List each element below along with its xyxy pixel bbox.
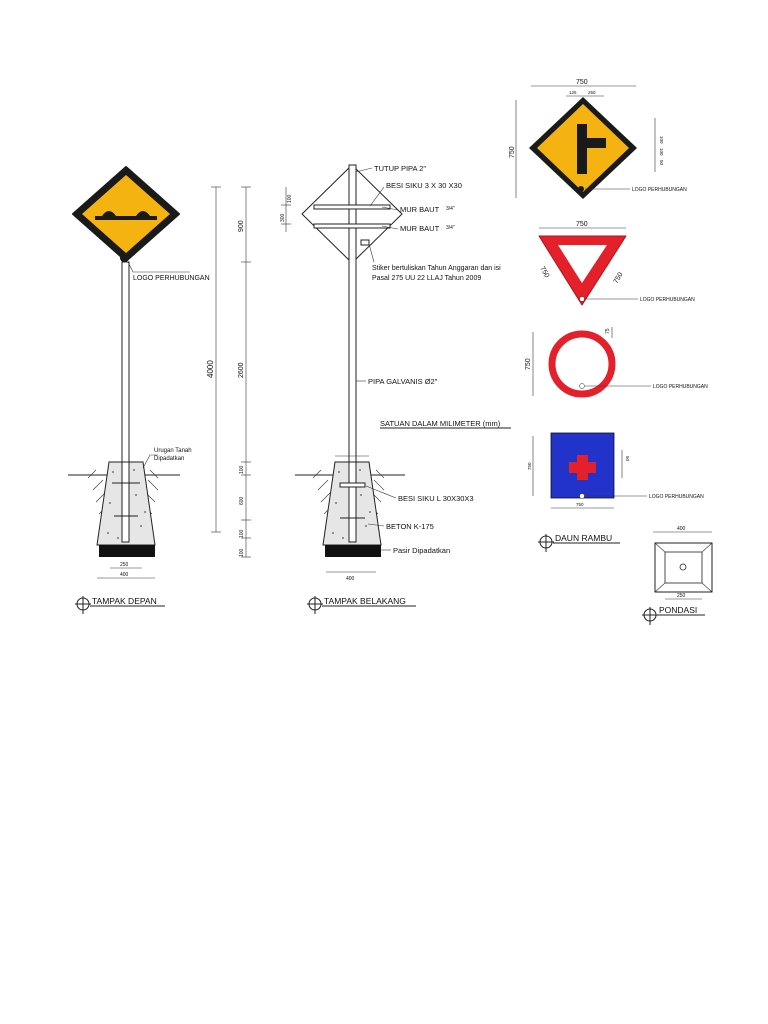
front-logo-label: LOGO PERHUBUNGAN [133,275,210,282]
angle-l-label: BESI SIKU L 30X30X3 [398,494,474,503]
bolt-size-2: 3/4" [446,225,455,231]
pipe-label: PIPA GALVANIS Ø2" [368,377,438,386]
front-view-title-text: TAMPAK DEPAN [92,596,157,606]
circle-dim-height: 750 [525,358,532,370]
triangle-logo-label: LOGO PERHUBUNGAN [640,297,695,303]
front-dim-foundation: 600 [239,496,245,505]
back-sand-bed [325,545,381,557]
back-view: 100 300 TUTUP PIPA 2" BESI SIKU 3 X 30 X… [280,164,501,614]
bolt-label-2: MUR BAUT [400,224,440,233]
front-view: LOGO PERHUBUNGAN Urugan Tanah Dipadatkan… [68,166,251,614]
front-dim-sand-2: 100 [239,548,245,557]
diamond-dim-right-2: 100 [659,148,664,156]
bolt-label-1: MUR BAUT [400,205,440,214]
sign-panels-title: DAUN RAMBU [538,533,620,552]
front-dim-sand-1: 100 [239,529,245,538]
diamond-sign: 750 125 250 750 100 100 50 LOGO PERHUBUN… [509,79,687,199]
triangle-dim-right: 750 [613,271,625,285]
back-view-title-text: TAMPAK BELAKANG [324,596,406,606]
circle-sign-ring [548,330,616,398]
triangle-dim-top: 750 [576,221,588,228]
back-dim-bracket-2: 300 [280,213,286,222]
diamond-dim-right-1: 100 [659,136,664,144]
front-dim-total: 4000 [206,360,215,378]
diamond-logo-label: LOGO PERHUBUNGAN [632,187,687,193]
foundation-plan: 400 250 PONDASI [642,526,713,625]
backfill-label-2: Dipadatkan [154,456,184,462]
sign-panels: 750 125 250 750 100 100 50 LOGO PERHUBUN… [509,79,708,552]
red-cross-icon [569,455,596,480]
sand-label: Pasir Dipadatkan [393,546,450,555]
square-dim-inner: 50 [625,456,630,462]
foundation-plan-title-text: PONDASI [659,605,697,615]
units-note: SATUAN DALAM MILIMETER (mm) [380,419,501,428]
diamond-dim-sub-2: 250 [588,90,596,95]
foundation-plan-title: PONDASI [642,605,705,625]
circle-sign: 750 75 LOGO PERHUBUNGAN [525,327,708,398]
diamond-logo-icon [578,186,584,192]
square-logo-icon [579,493,585,499]
square-sign: 750 50 LOGO PERHUBUNGAN 750 [527,432,704,509]
plan-dim-outer: 400 [677,526,686,532]
concrete-label: BETON K-175 [386,522,434,531]
front-dim-base-bottom: 400 [120,572,129,578]
back-view-title: TAMPAK BELAKANG [307,596,416,614]
diamond-dim-width: 750 [576,79,588,86]
sticker-label-1: Stiker bertuliskan Tahun Anggaran dan is… [372,265,501,272]
front-sign-face [82,175,170,253]
front-dim-sign: 900 [238,220,245,232]
square-dim-width: 750 [576,502,584,507]
sticker-label-2: Pasal 275 UU 22 LLAJ Tahun 2009 [372,275,481,282]
plan-dim-inner: 250 [677,593,686,599]
circle-dim-ring: 75 [605,328,611,334]
back-dim-base-bottom: 400 [346,576,355,582]
angle-iron-label: BESI SIKU 3 X 30 X30 [386,181,462,190]
front-dim-ground: 100 [239,465,245,474]
pipe-cap-label: TUTUP PIPA 2" [374,164,426,173]
front-warning-sign [72,166,180,262]
backfill-label-1: Urugan Tanah [154,448,192,454]
triangle-inner-face [558,245,607,283]
square-logo-label: LOGO PERHUBUNGAN [649,494,704,500]
t-junction-icon [577,124,606,174]
front-view-title: TAMPAK DEPAN [75,596,165,614]
logo-perhubungan-icon [120,254,128,262]
front-dim-pole: 2600 [238,362,245,378]
back-dim-bracket-1: 100 [287,194,293,203]
diamond-dim-sub-1: 125 [569,90,577,95]
triangle-dim-left: 750 [538,266,550,280]
speed-bump-icon [95,211,157,220]
square-dim-height: 750 [527,462,532,470]
sign-panels-title-text: DAUN RAMBU [555,533,612,543]
diamond-dim-right-3: 50 [659,160,664,166]
front-sand-bed [99,545,155,557]
front-dim-base-top: 250 [120,562,129,568]
circle-logo-label: LOGO PERHUBUNGAN [653,384,708,390]
bolt-size-1: 3/4" [446,206,455,212]
circle-logo-icon [579,383,585,389]
triangle-logo-icon [579,296,585,302]
triangle-sign: 750 750 750 LOGO PERHUBUNGAN [538,221,695,306]
diamond-dim-height: 750 [509,146,516,158]
